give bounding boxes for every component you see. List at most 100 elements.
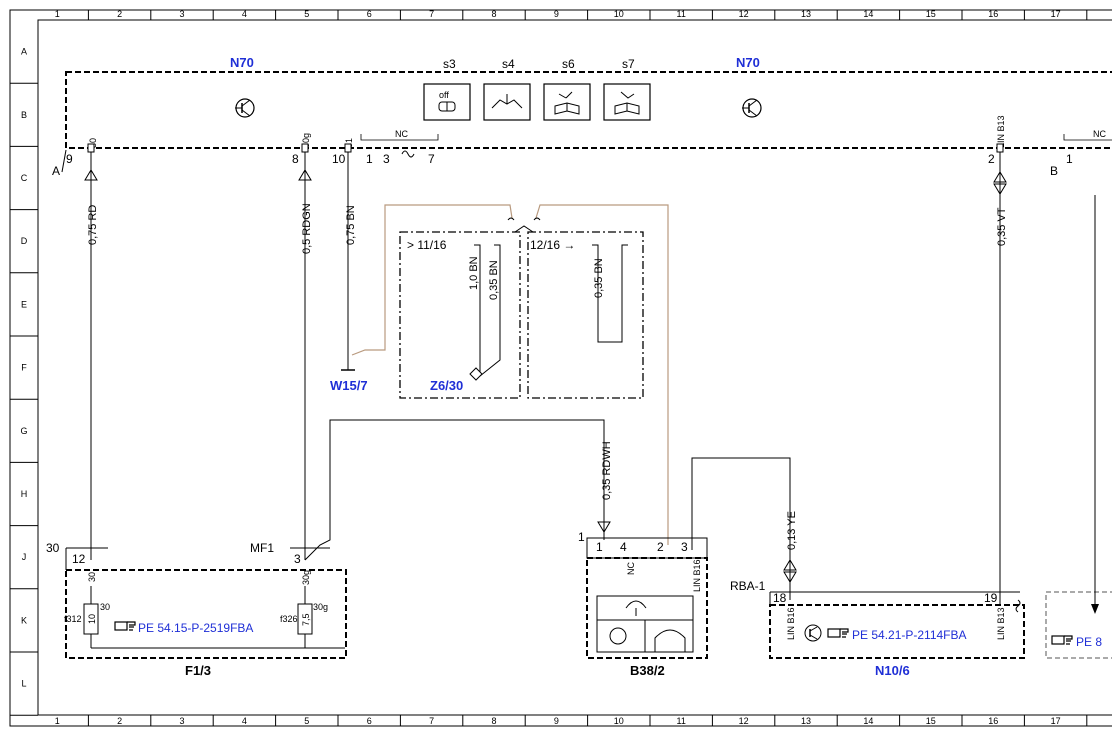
fuse2-name: f326 (280, 614, 298, 624)
wire-035bn-loop-label: 0,35 BN (593, 258, 605, 298)
n10-pin19: 19 (984, 591, 998, 605)
wire-rdgn-label: 0,5 RDGN (301, 203, 313, 254)
wire-rdwh-arrow (597, 521, 611, 533)
n70-left-label: N70 (230, 55, 254, 70)
nc-bracket (360, 134, 439, 141)
wire-rdwh-label: 0,35 RDWH (601, 441, 613, 500)
fuse1-terminal: 30 (100, 602, 110, 612)
wire-vt-label: 0,35 VT (996, 207, 1008, 246)
wire-vt-connector (993, 171, 1007, 195)
column-number: 4 (242, 9, 247, 19)
transistor-icon (235, 98, 255, 118)
switch-s3-label: s3 (443, 57, 456, 71)
sensor-lin: LIN B16 (692, 559, 702, 592)
sensor-nc: NC (626, 562, 636, 575)
column-number: 4 (242, 716, 247, 726)
splice-z6-30 (469, 367, 483, 381)
column-number: 12 (739, 9, 749, 19)
wire-bn-label: 0,75 BN (345, 205, 357, 245)
column-number: 15 (926, 9, 936, 19)
column-number: 2 (117, 716, 122, 726)
column-number: 16 (988, 9, 998, 19)
pin-3: 3 (383, 152, 390, 166)
pin-10: 10 (332, 152, 346, 166)
column-number: 9 (554, 9, 559, 19)
n10-ref-link[interactable]: PE 54.21-P-2114FBA (852, 628, 967, 642)
column-number: 11 (677, 9, 686, 19)
column-number: 2 (117, 9, 122, 19)
n10-top-line (769, 591, 1020, 605)
column-number: 5 (304, 9, 309, 19)
right-partial-box (1045, 591, 1112, 659)
sensor-pin-3: 3 (681, 540, 688, 554)
row-letter: F (21, 363, 27, 373)
column-number: 11 (677, 716, 686, 726)
switch-s7-label: s7 (622, 57, 635, 71)
wire-035bn-label: 0,35 BN (488, 260, 500, 300)
fuse2-value: 7,5 (301, 613, 311, 626)
wire-rdwh (304, 419, 605, 561)
fuse1-value: 10 (87, 614, 97, 624)
column-number: 14 (863, 9, 873, 19)
wire-ye (691, 457, 791, 600)
wire-ye-connector (783, 559, 797, 583)
pin-7: 7 (428, 152, 435, 166)
rain-light-sensor-icon (596, 595, 694, 653)
fuse-pin30: 30 (87, 572, 97, 582)
n70-right-label: N70 (736, 55, 760, 70)
frame-outer (9, 9, 1112, 727)
right-ref-link[interactable]: PE 8 (1076, 635, 1102, 649)
column-number: 3 (179, 9, 184, 19)
pin-1: 1 (366, 152, 373, 166)
column-number: 17 (1051, 716, 1061, 726)
f1-3-box (65, 569, 347, 659)
column-number: 6 (367, 9, 372, 19)
column-number: 15 (926, 716, 936, 726)
svg-text:off: off (439, 90, 449, 100)
column-number: 17 (1051, 9, 1061, 19)
column-number: 9 (554, 716, 559, 726)
fuse-label-mf1: MF1 (250, 541, 274, 555)
row-letter: A (21, 47, 27, 57)
column-number: 6 (367, 716, 372, 726)
column-number: 5 (304, 716, 309, 726)
fuse-ref-link[interactable]: PE 54.15-P-2519FBA (138, 621, 253, 635)
column-number: 1 (55, 9, 60, 19)
wire-rdgn-arrow (298, 169, 312, 181)
variant-left-label: > 11/16 (407, 238, 447, 252)
variant-box-right (527, 231, 644, 399)
pointer-hand-icon (827, 628, 849, 638)
wire-ye-label: 0,13 YE (786, 511, 798, 550)
n10-6-label: N10/6 (875, 663, 910, 678)
n70-module-box (65, 71, 1112, 149)
pointer-hand-icon (114, 621, 136, 631)
sensor-pin-1: 1 (596, 540, 603, 554)
nc-label-right: NC (1093, 129, 1106, 139)
f1-3-label: F1/3 (185, 663, 211, 678)
fuse-label-30: 30 (46, 541, 60, 555)
pin-9: 9 (66, 152, 73, 166)
shield-line-right (535, 204, 669, 545)
row-letter: H (21, 489, 28, 499)
w15-7-label: W15/7 (330, 378, 368, 393)
variant-box-left (399, 231, 521, 399)
reading-light-right-icon (603, 83, 651, 121)
interior-light-icon (483, 83, 531, 121)
fuse-pin-3: 3 (294, 552, 301, 566)
variant-right-label: 12/16 → (530, 238, 575, 252)
column-number: 12 (739, 716, 749, 726)
column-number: 10 (614, 9, 624, 19)
shield-breaks (507, 217, 541, 221)
row-letter: K (21, 615, 27, 625)
pin-label-30: 30 (88, 138, 98, 148)
row-letter: E (21, 299, 27, 309)
row-letter: G (20, 426, 27, 436)
fuse-icon (83, 586, 99, 648)
n10-pin18: 18 (773, 591, 787, 605)
fuse1-name: f312 (64, 614, 82, 624)
column-number: 1 (55, 716, 60, 726)
wire-035bn-loop (592, 244, 628, 343)
variant-join (514, 225, 534, 233)
pointer-hand-icon (1051, 635, 1073, 645)
